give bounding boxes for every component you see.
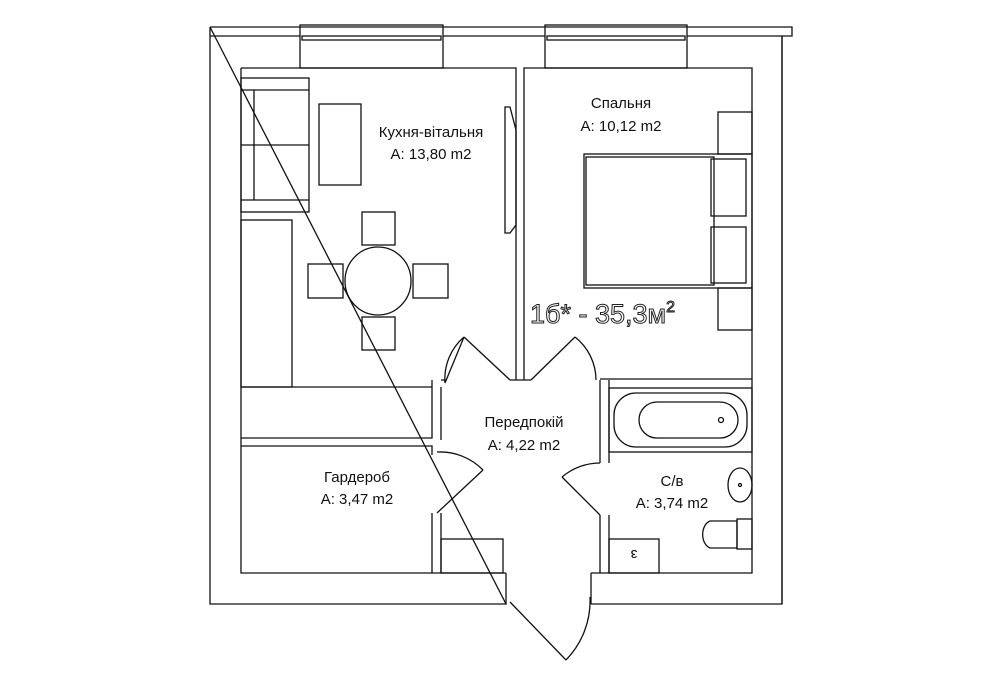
unit-label: 1б* - 35,3м2 [530,299,675,329]
room-name-wardrobe: Гардероб [324,469,390,486]
kitchen-counter [240,219,293,388]
chair [307,263,344,299]
coffee-table [318,103,362,186]
chair [361,211,396,246]
room-name-hallway: Передпокій [485,414,564,431]
door-bathroom [561,462,601,516]
room-area-kitchen: A: 13,80 m2 [391,146,472,163]
door-wardrobe [436,451,484,514]
room-area-hallway: A: 4,22 m2 [488,437,561,454]
room-name-kitchen: Кухня-вітальня [379,124,483,141]
window-right [544,24,688,69]
sink [727,467,753,503]
nightstand [717,111,753,155]
tv-unit [504,106,517,234]
room-name-bathroom: С/в [661,473,684,490]
chair [412,263,449,299]
window-left [299,24,444,69]
room-name-bedroom: Спальня [591,95,651,112]
room-area-bathroom: A: 3,74 m2 [636,495,709,512]
outer-walls [209,26,793,605]
toilet [702,518,753,550]
bathtub [608,387,753,453]
door-kitchen [444,336,511,384]
bed [583,153,753,289]
sofa [240,77,310,213]
door-bedroom [530,336,597,381]
nightstand [717,287,753,331]
svg-text:з: з [630,546,637,563]
meter-box: з [608,538,660,574]
room-area-bedroom: A: 10,12 m2 [581,118,662,135]
hall-cabinet [440,538,504,574]
entrance-door [505,573,592,661]
dining-set [307,211,449,351]
room-area-wardrobe: A: 3,47 m2 [321,491,394,508]
chair [361,316,396,351]
